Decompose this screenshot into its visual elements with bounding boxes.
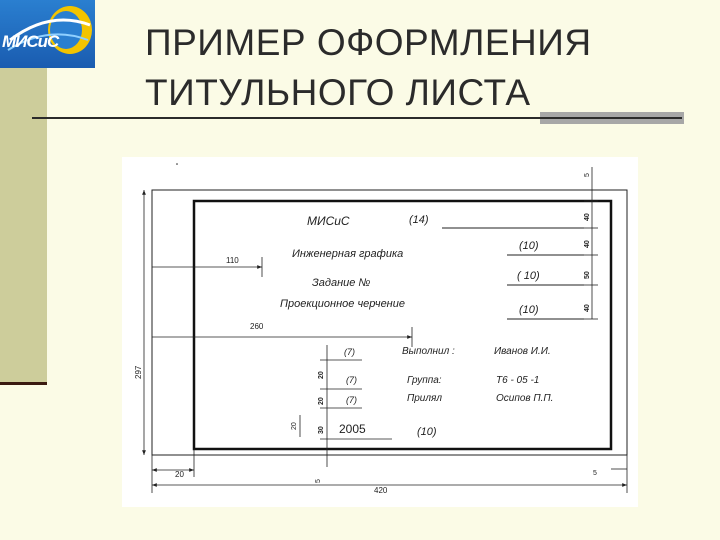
sheet-done-label: Выполнил : <box>402 346 455 357</box>
dim-30: 30 <box>318 426 325 434</box>
dim-40-b: 40 <box>584 240 591 248</box>
dim-5-bottom: 5 <box>315 479 322 483</box>
sheet-done-value: Иванов И.И. <box>494 346 551 357</box>
sheet-inner-frame <box>192 199 613 451</box>
sheet-group-label: Группа: <box>407 375 442 386</box>
title-line-2: ТИТУЛЬНОГО ЛИСТА <box>145 72 531 113</box>
dim-420: 420 <box>374 486 388 495</box>
sheet-topic: Проекционное черчение <box>280 298 405 310</box>
dim-50: 50 <box>584 271 591 279</box>
sheet-topic-code: (10) <box>519 304 539 316</box>
dim-20-a: 20 <box>318 371 325 379</box>
sheet-subject: Инженерная графика <box>292 248 403 260</box>
sheet-year: 2005 <box>339 422 366 436</box>
logo-swirl-icon <box>7 6 92 54</box>
top-dot <box>176 163 178 165</box>
dim-20-b: 20 <box>318 397 325 405</box>
dim-297: 297 <box>134 365 143 379</box>
sheet-year-code: (10) <box>417 426 437 438</box>
title-line-1: ПРИМЕР ОФОРМЛЕНИЯ <box>145 22 592 63</box>
sheet-teacher-label: Прилял <box>407 393 442 404</box>
dim-40-a: 40 <box>584 213 591 221</box>
dim-20-bl: 20 <box>175 470 184 479</box>
sheet-task: Задание № <box>312 277 370 289</box>
sheet-outer-border <box>151 189 628 456</box>
sheet-teacher-value: Осипов П.П. <box>496 393 553 404</box>
sheet-teacher-code: (7) <box>346 395 357 405</box>
slide-title: ПРИМЕР ОФОРМЛЕНИЯ ТИТУЛЬНОГО ЛИСТА <box>145 18 592 118</box>
left-decor-line <box>0 382 47 385</box>
dim-260: 260 <box>250 322 264 331</box>
sheet-task-code: ( 10) <box>517 270 540 282</box>
sheet-org: МИСиС <box>307 214 350 228</box>
sheet-done-code: (7) <box>344 347 355 357</box>
sheet-org-code: (14) <box>409 214 429 226</box>
sheet-subject-code: (10) <box>519 240 539 252</box>
sheet-svg: 110 260 297 420 20 5 5 5 40 40 50 <box>134 163 628 495</box>
dim-20-c: 20 <box>291 422 298 430</box>
dim-110: 110 <box>226 256 239 265</box>
logo-text: МИСиС <box>2 32 59 51</box>
dim-40-c: 40 <box>584 304 591 312</box>
dim-5-right: 5 <box>593 470 597 477</box>
sheet-group-value: Т6 - 05 -1 <box>496 375 539 386</box>
title-sheet-drawing: 110 260 297 420 20 5 5 5 40 40 50 <box>122 157 638 507</box>
sheet-group-code: (7) <box>346 375 357 385</box>
misis-logo: МИСиС <box>0 0 95 68</box>
title-underline <box>32 117 682 119</box>
dim-5-top: 5 <box>584 173 591 177</box>
